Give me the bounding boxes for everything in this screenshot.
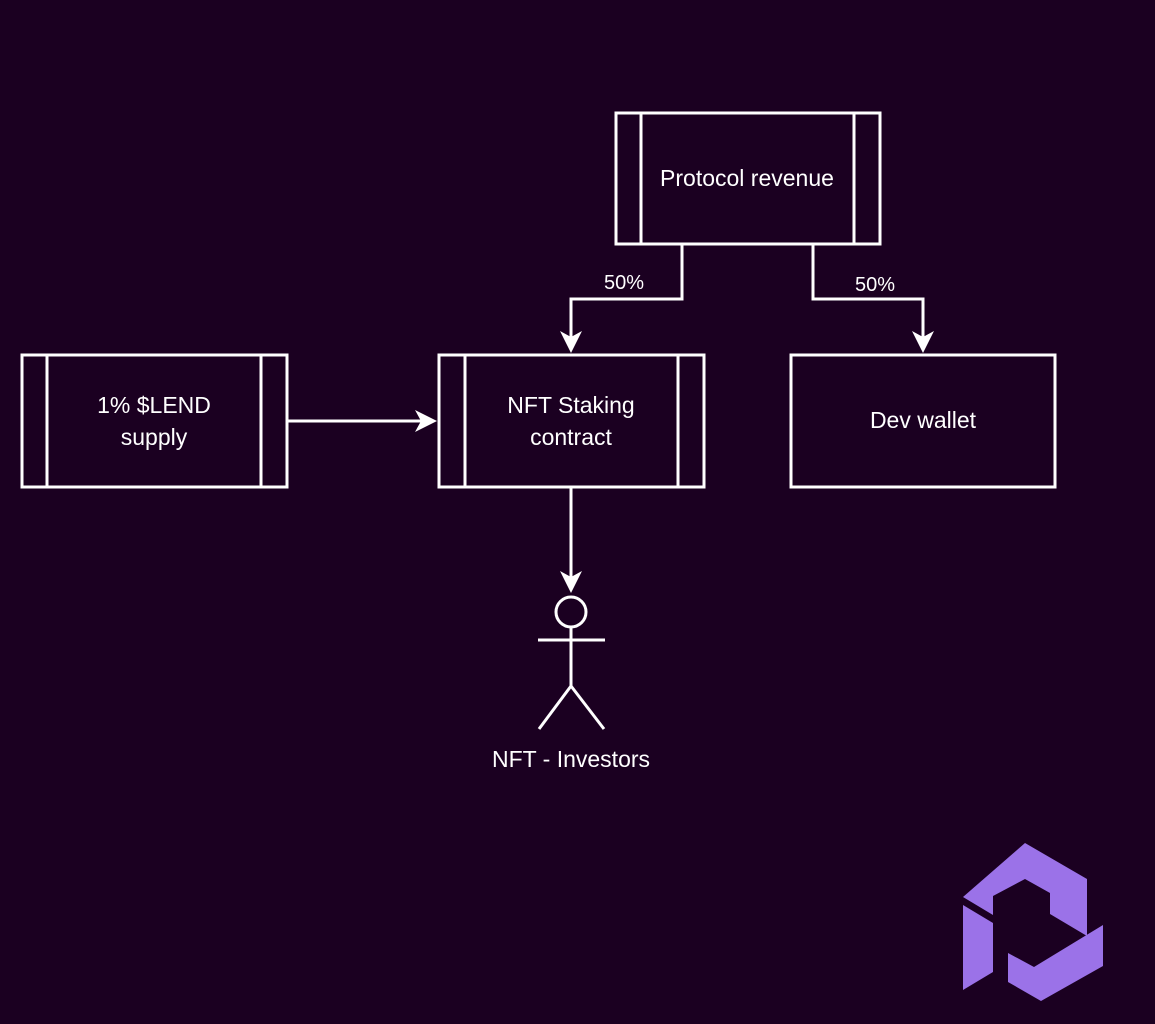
arrowhead-icon	[560, 571, 582, 593]
edge-revenue-to-staking: 50%	[560, 244, 684, 353]
node-lend-supply-label-line2: supply	[121, 424, 188, 450]
node-nft-staking-label-line1: NFT Staking	[507, 392, 634, 418]
arrowhead-icon	[415, 410, 437, 432]
node-lend-supply-label-line1: 1% $LEND	[97, 392, 211, 418]
edge-revenue-to-dev-label: 50%	[855, 274, 895, 296]
stick-figure-icon	[537, 595, 606, 730]
arrowhead-icon	[912, 331, 934, 353]
logo-upper-shape	[963, 843, 1087, 936]
node-protocol-revenue-label: Protocol revenue	[660, 165, 834, 191]
actor-nft-investors: NFT - Investors	[492, 595, 650, 772]
node-protocol-revenue: Protocol revenue	[614, 111, 882, 246]
actor-nft-investors-label: NFT - Investors	[492, 746, 650, 772]
hexagon-arrow-logo-icon	[963, 843, 1103, 1001]
edge-revenue-to-staking-label: 50%	[604, 272, 644, 294]
edge-staking-to-investors	[560, 487, 582, 593]
node-dev-wallet-label: Dev wallet	[870, 407, 977, 433]
node-nft-staking: NFT Staking contract	[437, 353, 706, 489]
node-lend-supply: 1% $LEND supply	[20, 353, 289, 489]
edge-revenue-to-dev: 50%	[811, 244, 934, 353]
arrowhead-icon	[560, 331, 582, 353]
node-dev-wallet: Dev wallet	[789, 353, 1057, 489]
edge-supply-to-staking	[287, 410, 437, 432]
node-nft-staking-label-line2: contract	[530, 424, 612, 450]
logo-left-shape	[963, 905, 993, 990]
logo-lower-shape	[1008, 925, 1103, 1001]
